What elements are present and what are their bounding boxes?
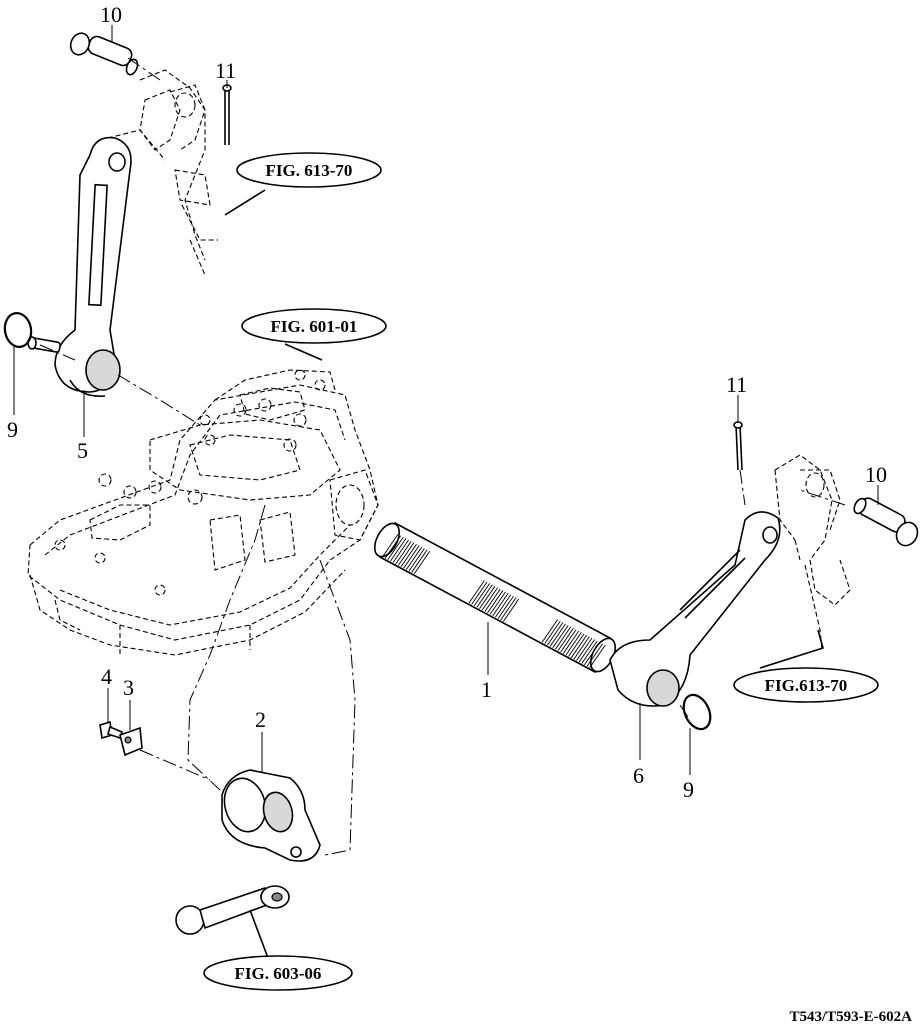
shaft-spline bbox=[552, 625, 569, 649]
ref-label: FIG. 613-70 bbox=[266, 161, 353, 180]
pin-10-left bbox=[69, 32, 139, 76]
shaft-spline bbox=[573, 636, 590, 660]
rod-fig-603-06 bbox=[175, 885, 290, 935]
shaft-spline bbox=[403, 545, 420, 569]
shaft-spline bbox=[413, 551, 431, 575]
shaft-spline bbox=[495, 594, 512, 618]
drawing-code: T543/T593-E-602A bbox=[789, 1009, 912, 1025]
shaft-spline bbox=[497, 595, 514, 619]
ref-label: FIG.613-70 bbox=[765, 676, 848, 695]
ref-fig-613-70-top[interactable]: FIG. 613-70 bbox=[236, 152, 382, 188]
shaft-spline bbox=[473, 583, 491, 607]
ref-label: FIG. 603-06 bbox=[235, 964, 322, 983]
callout-1: 1 bbox=[481, 677, 492, 702]
shaft-spline bbox=[489, 591, 506, 615]
bolt-4 bbox=[99, 720, 123, 740]
shaft-spline bbox=[589, 644, 606, 668]
cotter-pin-11-right bbox=[733, 421, 743, 471]
shaft-spline bbox=[570, 634, 588, 659]
assembly-centerlines bbox=[39, 57, 846, 856]
shaft-spline bbox=[476, 584, 493, 608]
shaft-spline bbox=[584, 642, 601, 666]
shaft-spline bbox=[541, 619, 558, 643]
shaft-spline bbox=[560, 629, 577, 653]
shaft-spline bbox=[468, 580, 485, 604]
shaft-spline bbox=[586, 643, 603, 667]
shaft-spline bbox=[387, 536, 404, 560]
callout-11-left: 11 bbox=[215, 58, 236, 83]
shaft-spline bbox=[576, 637, 593, 661]
ref-fig-613-70-right[interactable]: FIG.613-70 bbox=[733, 667, 879, 703]
shaft-spline bbox=[547, 622, 564, 646]
shaft-spline bbox=[557, 627, 574, 651]
shaft-spline bbox=[562, 630, 580, 654]
shaft-spline bbox=[554, 626, 572, 650]
callout-11-right: 11 bbox=[726, 372, 747, 397]
shaft-spline bbox=[481, 587, 498, 611]
callout-5: 5 bbox=[77, 438, 88, 463]
shaft-spline bbox=[565, 632, 582, 656]
shaft-spline bbox=[411, 549, 428, 573]
leader-lines bbox=[13, 25, 879, 959]
lift-link-right-dashed bbox=[774, 454, 851, 606]
pin-10-right bbox=[853, 497, 919, 547]
callout-2: 2 bbox=[255, 707, 266, 732]
shaft-spline bbox=[400, 543, 417, 568]
callout-10-left: 10 bbox=[100, 2, 122, 27]
shaft-spline bbox=[392, 539, 409, 563]
shaft-spline bbox=[500, 597, 517, 621]
shaft-spline bbox=[502, 598, 520, 622]
snap-ring-9-right bbox=[682, 693, 712, 731]
callout-3: 3 bbox=[123, 675, 134, 700]
shaft-spline bbox=[405, 546, 423, 570]
cotter-pin-11-left bbox=[222, 84, 232, 145]
shaft-spline bbox=[487, 590, 504, 614]
shaft-spline bbox=[544, 620, 561, 644]
shaft-spline bbox=[384, 535, 401, 559]
shaft-spline bbox=[578, 639, 595, 663]
shaft-spline bbox=[549, 623, 566, 647]
callout-9-right: 9 bbox=[683, 777, 694, 802]
hydraulic-housing-outline bbox=[27, 369, 379, 656]
shaft-spline bbox=[492, 593, 509, 617]
lift-shaft-1 bbox=[373, 521, 617, 674]
shaft-spline bbox=[471, 581, 488, 605]
lift-arm-5 bbox=[27, 136, 132, 397]
lever-2 bbox=[221, 769, 321, 862]
callout-4: 4 bbox=[101, 664, 112, 689]
callout-9-left: 9 bbox=[7, 417, 18, 442]
callout-10-right: 10 bbox=[865, 462, 887, 487]
shaft-spline bbox=[390, 538, 407, 562]
ref-label: FIG. 601-01 bbox=[271, 317, 358, 336]
shaft-spline bbox=[479, 585, 496, 610]
shaft-spline bbox=[484, 588, 501, 612]
shaft-spline bbox=[581, 640, 598, 664]
callout-6: 6 bbox=[633, 763, 644, 788]
shaft-spline bbox=[568, 633, 585, 657]
snap-ring-9-left bbox=[3, 312, 33, 348]
ref-fig-601-01[interactable]: FIG. 601-01 bbox=[241, 308, 387, 344]
shaft-spline bbox=[382, 534, 399, 558]
lock-plate-3 bbox=[119, 726, 143, 757]
ref-fig-603-06[interactable]: FIG. 603-06 bbox=[203, 955, 353, 991]
lift-arm-6 bbox=[609, 511, 781, 707]
shaft-spline bbox=[395, 541, 412, 565]
shaft-spline bbox=[408, 548, 425, 572]
shaft-spline bbox=[398, 542, 415, 566]
